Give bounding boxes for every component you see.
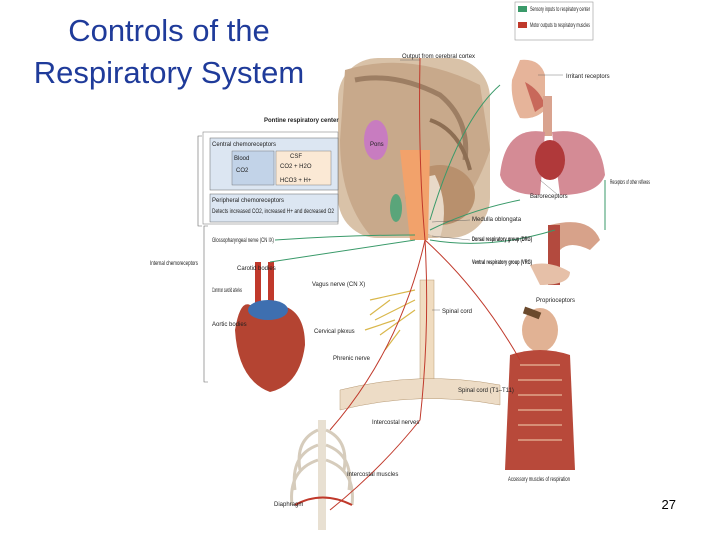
diaphragm-label: Diaphragm <box>274 502 303 508</box>
phrenic-label: Phrenic nerve <box>333 356 371 362</box>
medulla-label: Medulla oblongata <box>472 217 522 223</box>
legend: Sensory inputs to respiratory center Mot… <box>515 2 593 40</box>
proprioceptors-label: Proprioceptors <box>536 298 575 304</box>
glossopharyngeal-label: Glossopharyngeal nerve (CN IX) <box>212 238 274 244</box>
legend-motor-swatch <box>518 22 527 28</box>
equation-2: HCO3 + H+ <box>280 178 312 184</box>
ribcage-illustration <box>292 420 353 530</box>
page-number: 27 <box>662 497 676 512</box>
vagus-label: Vagus nerve (CN X) <box>312 282 365 288</box>
brain-illustration <box>338 58 490 240</box>
pontine-center-label: Pontine respiratory center <box>264 118 339 124</box>
blood-label: Blood <box>234 156 249 162</box>
central-chemo-label: Central chemoreceptors <box>212 142 276 148</box>
spinal-t-label: Spinal cord (T1–T11) <box>458 388 514 394</box>
internal-chemo-label: Internal chemoreceptors <box>150 261 198 267</box>
torso-illustration <box>505 308 575 470</box>
drg-region <box>390 194 402 222</box>
peripheral-chemo-desc: Detects increased CO2, increased H+ and … <box>212 209 335 215</box>
peripheral-chemo-label: Peripheral chemoreceptors <box>212 198 284 204</box>
pons-label: Pons <box>370 142 384 148</box>
drg-label: Dorsal respiratory group (DRG) <box>472 237 532 243</box>
irritant-receptors-label: Irritant receptors <box>566 74 610 80</box>
intercostal-muscles-label: Intercostal muscles <box>347 472 398 478</box>
central-chemoreceptors-panel: Central chemoreceptors Blood CO2 CSF CO2… <box>203 132 338 224</box>
legend-sensory-label: Sensory inputs to respiratory center <box>530 7 590 13</box>
baroreceptors-label: Baroreceptors <box>530 194 568 200</box>
intercostal-nerves-label: Intercostal nerves <box>372 420 419 426</box>
accessory-label: Accessory muscles of respiration <box>508 477 570 483</box>
output-cortex-label: Output from cerebral cortex <box>402 54 475 60</box>
carotid-bodies-label: Carotid bodies <box>237 266 276 272</box>
aortic-bodies-label: Aortic bodies <box>212 322 247 328</box>
csf-label: CSF <box>290 154 302 160</box>
pons-region <box>364 120 388 160</box>
lungs-illustration <box>500 96 605 195</box>
spinal-cord-label: Spinal cord <box>442 309 472 315</box>
legend-motor-label: Motor outputs to respiratory muscles <box>530 23 590 29</box>
co2-label: CO2 <box>236 168 249 174</box>
equation-1: CO2 + H2O <box>280 164 312 170</box>
arm-illustration <box>530 222 600 285</box>
vrg-label: Ventral respiratory group (VRG) <box>472 260 532 266</box>
cervical-plexus-label: Cervical plexus <box>314 329 355 335</box>
legend-sensory-swatch <box>518 6 527 12</box>
common-carotid-label: Common carotid arteries <box>212 288 242 294</box>
receptor-other-label: Receptors of other reflexes <box>610 180 650 186</box>
head-illustration <box>512 60 545 119</box>
